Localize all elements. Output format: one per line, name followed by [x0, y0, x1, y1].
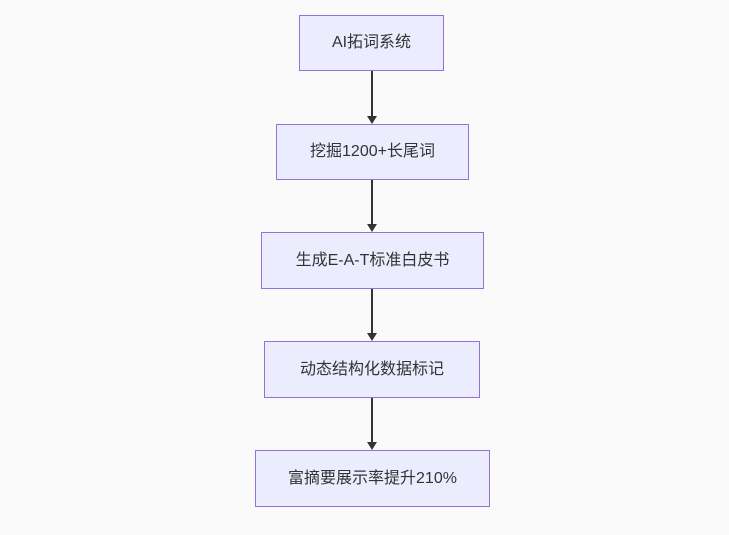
arrowhead-icon [367, 116, 377, 124]
flow-node-label: 生成E-A-T标准白皮书 [295, 251, 450, 269]
flow-node-longtail-mining: 挖掘1200+长尾词 [276, 124, 469, 180]
arrow-down-1 [366, 71, 378, 124]
flow-node-structured-data-markup: 动态结构化数据标记 [264, 341, 480, 398]
flow-node-eat-whitepaper: 生成E-A-T标准白皮书 [261, 232, 484, 289]
arrowhead-icon [367, 333, 377, 341]
flow-node-rich-snippet-result: 富摘要展示率提升210% [255, 450, 490, 507]
arrow-down-2 [366, 180, 378, 232]
flow-node-ai-keyword-system: AI拓词系统 [299, 15, 444, 71]
arrow-line [371, 398, 373, 443]
arrowhead-icon [367, 224, 377, 232]
arrow-down-4 [366, 398, 378, 450]
arrow-line [371, 289, 373, 334]
arrowhead-icon [367, 442, 377, 450]
flow-node-label: 挖掘1200+长尾词 [310, 143, 435, 161]
arrow-line [371, 71, 373, 117]
flow-node-label: 动态结构化数据标记 [299, 360, 444, 378]
arrow-down-3 [366, 289, 378, 341]
arrow-line [371, 180, 373, 225]
flow-node-label: AI拓词系统 [331, 34, 412, 52]
flow-node-label: 富摘要展示率提升210% [288, 469, 457, 487]
